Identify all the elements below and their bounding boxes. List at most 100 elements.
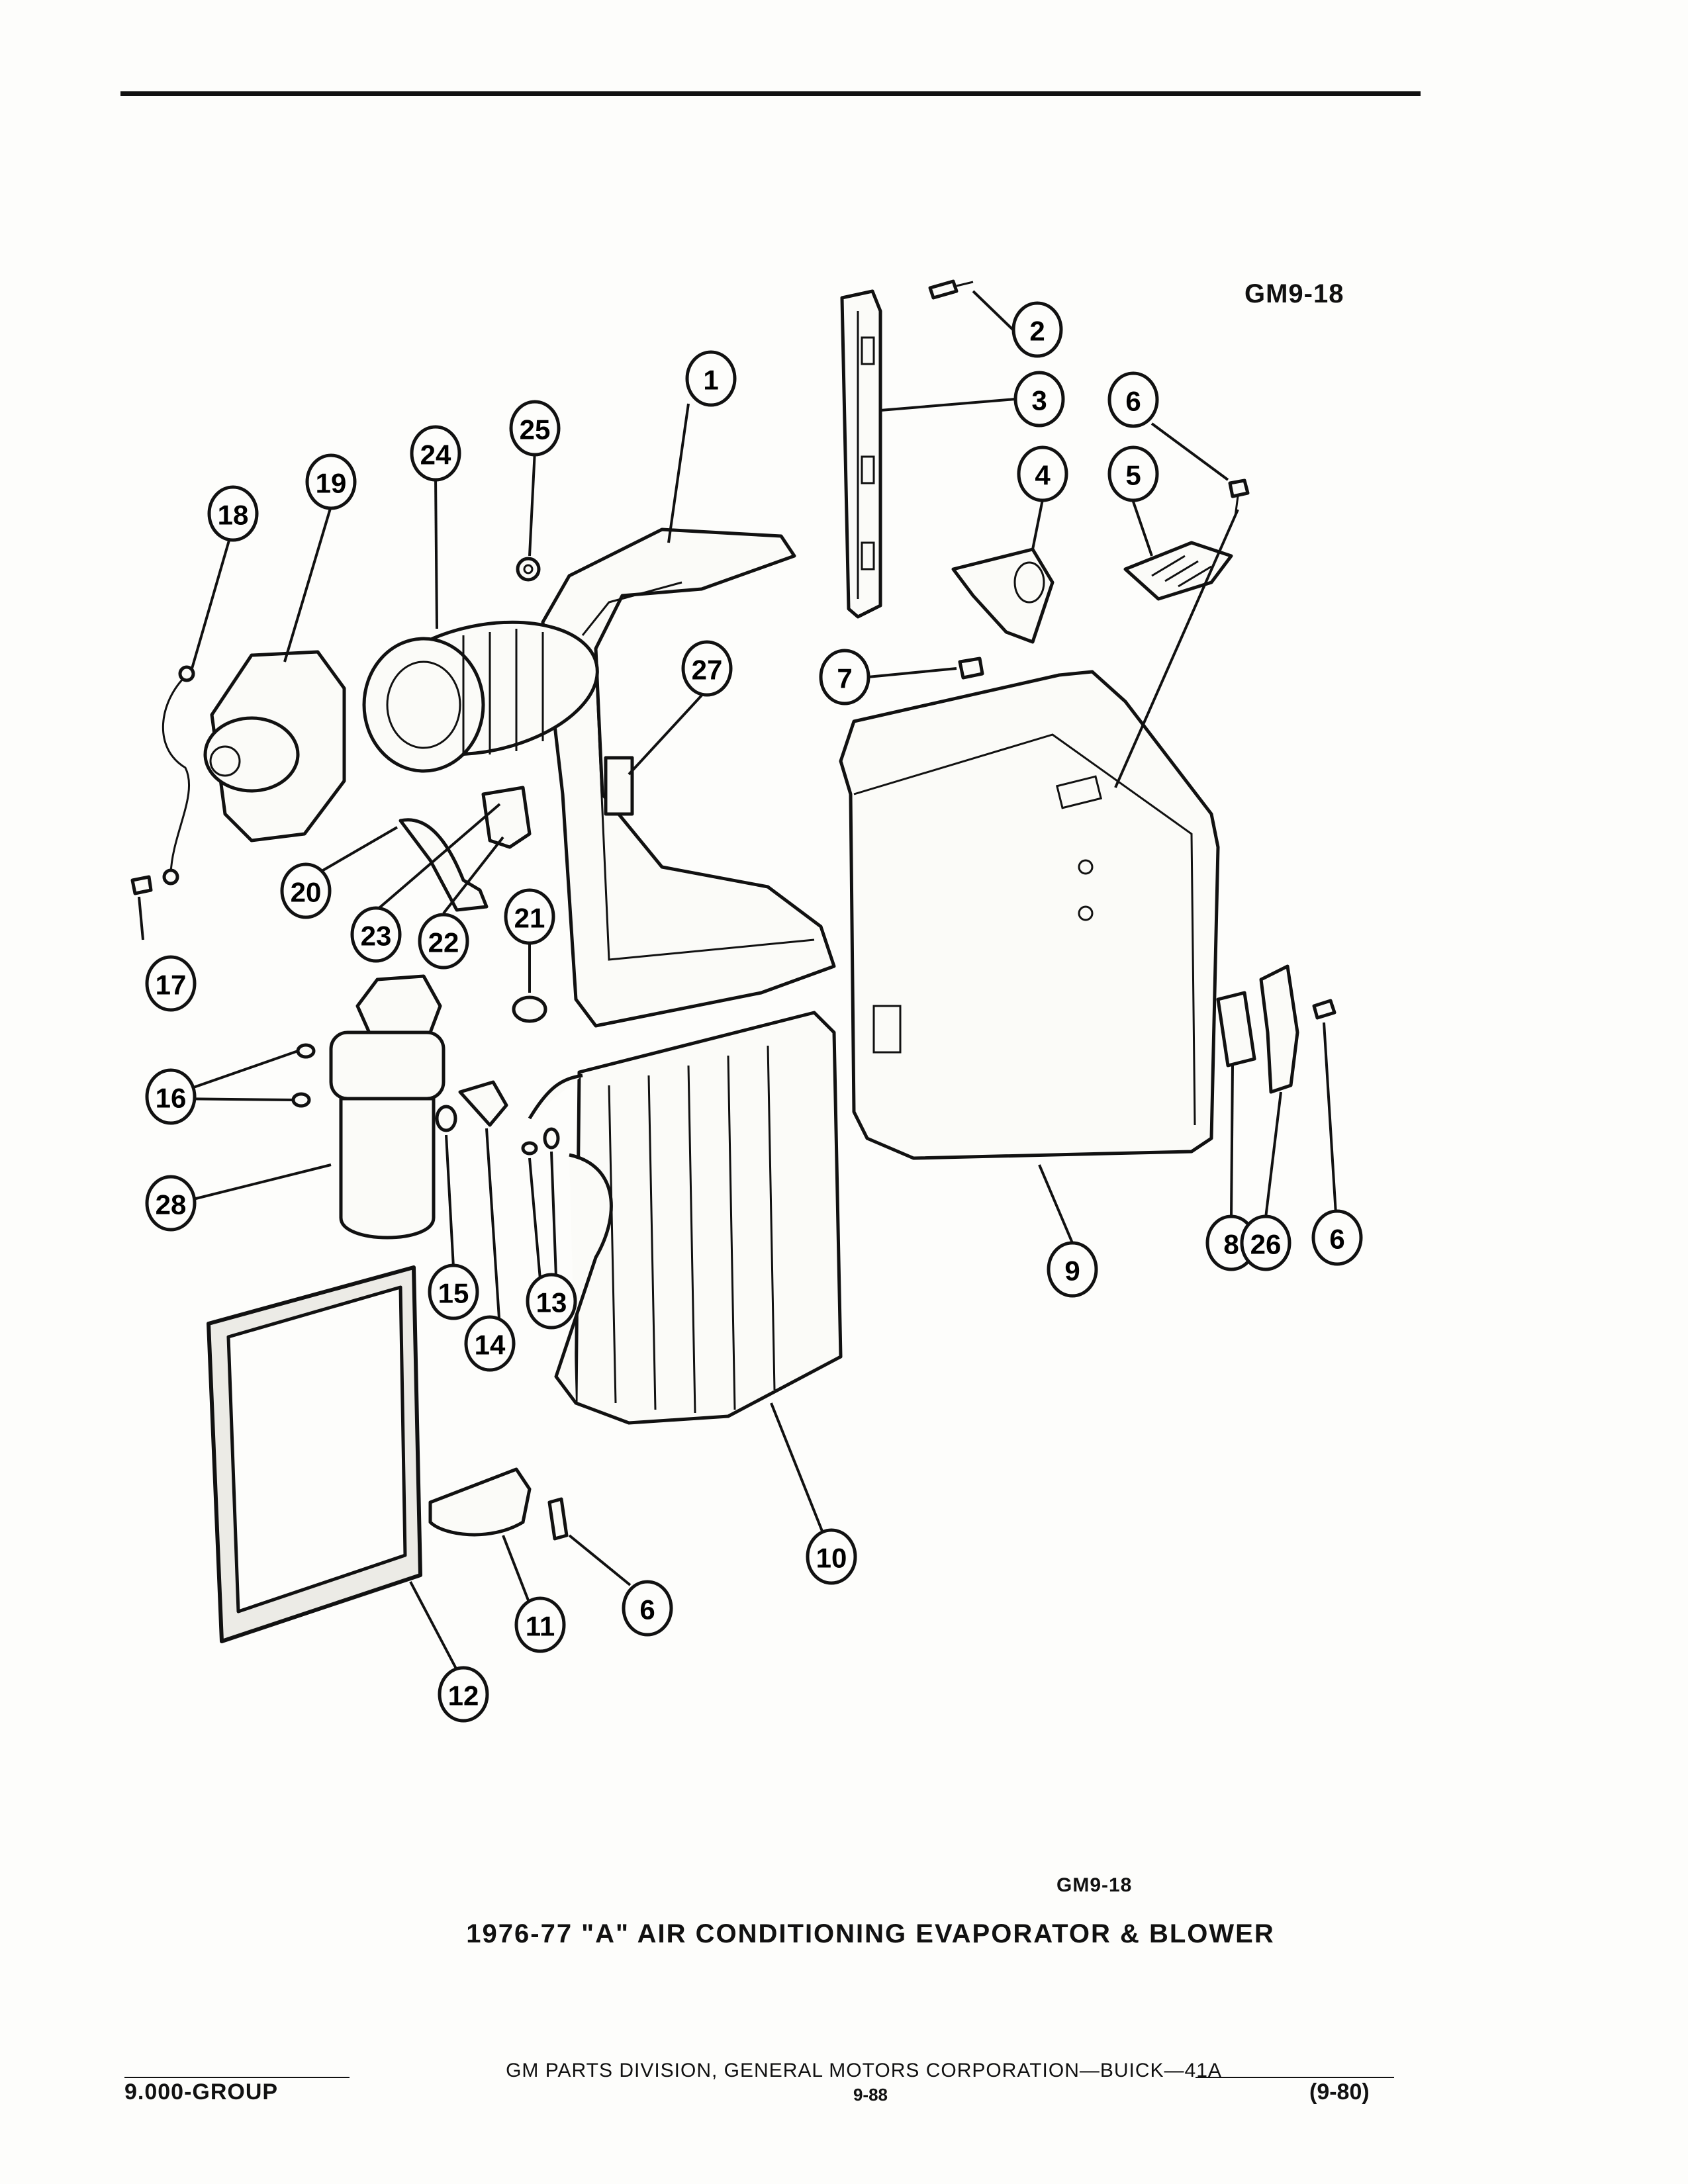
- part-7-screw: [958, 657, 984, 680]
- part-6-screw-lower: [547, 1497, 569, 1541]
- svg-text:21: 21: [514, 903, 545, 934]
- part-28-receiver-dehydrator: [329, 974, 445, 1240]
- svg-text:2: 2: [1029, 316, 1045, 347]
- callout-24: 24: [410, 425, 461, 482]
- part-3-rail-bracket: [840, 289, 882, 619]
- part-24-blower-wheel: [362, 620, 599, 773]
- callout-19: 19: [305, 453, 357, 510]
- svg-text:6: 6: [1329, 1224, 1344, 1255]
- svg-text:20: 20: [291, 877, 322, 908]
- callout-17: 17: [145, 955, 197, 1012]
- svg-text:19: 19: [316, 468, 347, 499]
- part-12-gasket: [207, 1265, 422, 1643]
- callout-12: 12: [438, 1666, 489, 1723]
- svg-text:1: 1: [703, 365, 718, 396]
- part-10-evaporator-core: [528, 1011, 843, 1425]
- part-20-drain-hose: [399, 818, 489, 912]
- part-9-evaporator-case: [839, 670, 1220, 1160]
- svg-text:17: 17: [156, 970, 187, 1001]
- footer-page-number: 9-88: [853, 2085, 888, 2105]
- svg-text:23: 23: [361, 921, 392, 952]
- part-4-bracket: [951, 547, 1055, 644]
- part-26-bracket: [1259, 964, 1299, 1094]
- svg-text:28: 28: [156, 1189, 187, 1220]
- callout-23: 23: [350, 906, 402, 963]
- diagram-code-top: GM9-18: [1244, 279, 1344, 308]
- callout-22: 22: [418, 913, 469, 970]
- callout-4: 4: [1017, 445, 1068, 502]
- footer-date: (9-80): [1309, 2079, 1370, 2105]
- svg-text:26: 26: [1250, 1229, 1282, 1260]
- part-21-grommet: [512, 995, 547, 1023]
- callout-18: 18: [207, 485, 259, 542]
- callout-6-upper: 6: [1107, 371, 1159, 428]
- diagram-code-bottom: GM9-18: [1056, 1874, 1133, 1896]
- callout-7: 7: [819, 649, 870, 705]
- part-11-strap-clamp: [428, 1467, 532, 1537]
- part-19-blower-motor: [203, 650, 346, 842]
- callout-1: 1: [685, 350, 737, 407]
- part-1-blower-housing: [541, 527, 836, 1028]
- svg-text:24: 24: [420, 439, 451, 471]
- svg-text:27: 27: [692, 655, 723, 686]
- callout-11: 11: [514, 1596, 566, 1653]
- callout-14: 14: [464, 1315, 516, 1372]
- part-13-o-rings: [521, 1127, 560, 1156]
- part-6-screw-upper: [1228, 478, 1250, 517]
- callout-6-right: 6: [1311, 1209, 1363, 1266]
- part-14-fitting: [458, 1080, 508, 1127]
- part-22-23-brackets: [481, 786, 532, 849]
- svg-text:16: 16: [156, 1083, 187, 1114]
- svg-text:10: 10: [816, 1543, 847, 1574]
- part-25-nut: [516, 557, 541, 582]
- callout-5: 5: [1107, 445, 1159, 502]
- callouts: 1 2 3 4 5 6 7: [145, 301, 1363, 1723]
- svg-text:11: 11: [526, 1611, 555, 1642]
- part-18-ground-wire: [162, 665, 195, 886]
- callout-10: 10: [806, 1528, 857, 1585]
- svg-text:6: 6: [1125, 386, 1141, 417]
- svg-text:3: 3: [1031, 385, 1047, 416]
- part-6-screw-right: [1312, 999, 1336, 1020]
- callout-6-lower: 6: [622, 1580, 673, 1637]
- callout-15: 15: [428, 1263, 479, 1320]
- svg-text:5: 5: [1125, 460, 1141, 491]
- callout-28: 28: [145, 1175, 197, 1232]
- part-17-screw: [130, 875, 153, 895]
- svg-text:6: 6: [639, 1594, 655, 1625]
- svg-text:13: 13: [536, 1287, 567, 1318]
- svg-text:14: 14: [475, 1330, 506, 1361]
- callout-26: 26: [1240, 1214, 1291, 1271]
- svg-text:8: 8: [1223, 1229, 1239, 1260]
- callout-9: 9: [1047, 1241, 1098, 1298]
- callout-16: 16: [145, 1068, 197, 1125]
- callout-2: 2: [1011, 301, 1063, 358]
- svg-text:25: 25: [520, 414, 551, 445]
- callout-21: 21: [504, 888, 555, 945]
- callout-3: 3: [1013, 371, 1065, 428]
- top-rule: [120, 91, 1421, 96]
- footer-publisher: GM PARTS DIVISION, GENERAL MOTORS CORPOR…: [506, 2060, 1222, 2081]
- svg-text:12: 12: [448, 1680, 479, 1711]
- footer-rule-right: [1196, 2077, 1394, 2078]
- footer-group: 9.000-GROUP: [124, 2079, 279, 2105]
- part-16-o-rings: [291, 1043, 316, 1108]
- svg-text:18: 18: [218, 500, 249, 531]
- svg-text:7: 7: [837, 663, 852, 694]
- callout-20: 20: [280, 862, 332, 919]
- part-8-seal: [1216, 991, 1256, 1068]
- part-2-screw: [928, 279, 974, 300]
- callout-13: 13: [526, 1273, 577, 1330]
- svg-text:4: 4: [1035, 460, 1051, 491]
- svg-text:15: 15: [438, 1278, 469, 1309]
- svg-text:9: 9: [1064, 1255, 1080, 1287]
- part-5-vent-cover: [1123, 541, 1233, 601]
- figure-title: 1976-77 "A" AIR CONDITIONING EVAPORATOR …: [466, 1919, 1275, 1948]
- footer-rule-left: [124, 2077, 350, 2078]
- callout-27: 27: [681, 640, 733, 697]
- callout-25: 25: [509, 400, 561, 457]
- svg-text:22: 22: [428, 927, 459, 958]
- part-15-o-ring: [435, 1105, 457, 1132]
